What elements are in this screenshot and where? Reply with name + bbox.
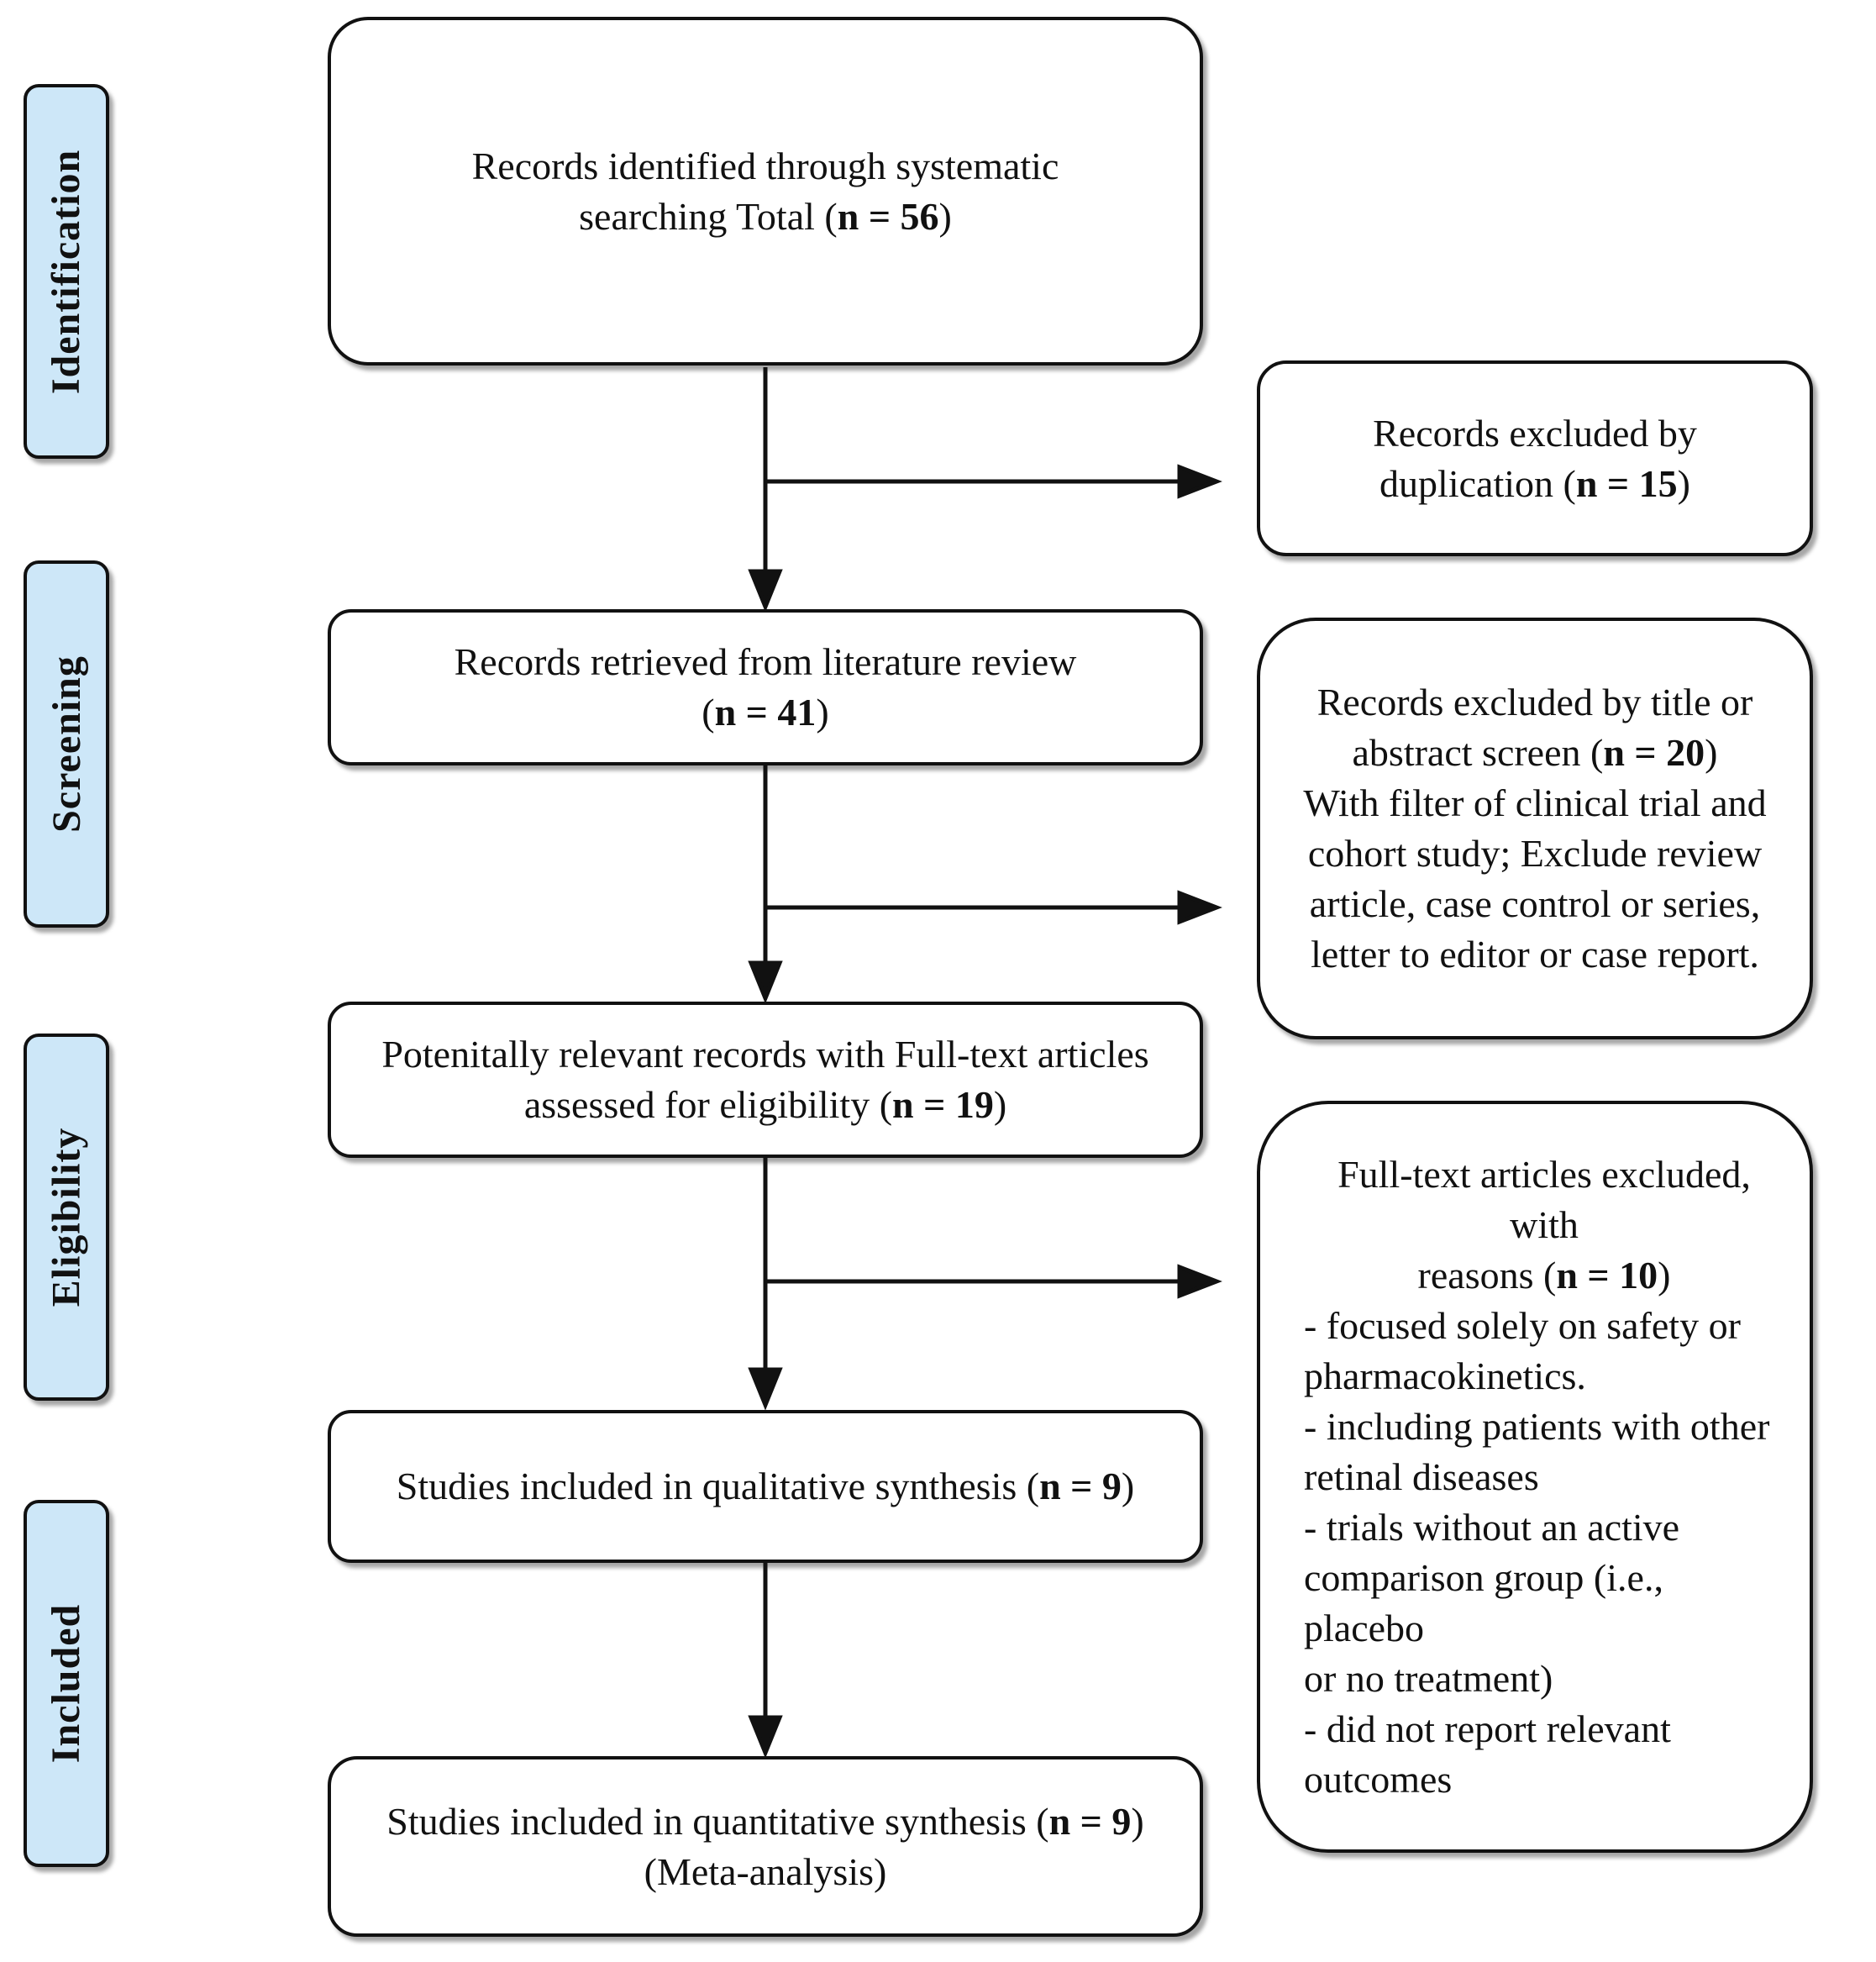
text-line: comparison group (i.e., placebo [1304,1555,1663,1649]
stage-label-identification: Identification [24,84,109,459]
text-line: assessed for eligibility (n = 19) [523,1083,1007,1126]
arrowhead-down-4 [748,1715,783,1759]
arrowhead-down-3 [748,1367,783,1411]
text-line: retinal diseases [1304,1454,1539,1498]
text-line: Studies included in quantitative synthes… [386,1799,1144,1843]
text-line: With filter of clinical trial and [1303,781,1767,824]
box-quantitative-synthesis: Studies included in quantitative synthes… [328,1756,1203,1937]
text-line: abstract screen (n = 20) [1352,731,1718,774]
stage-label-eligibility: Eligibility [24,1034,109,1401]
text-line: - including patients with other [1304,1404,1770,1448]
text-line: - focused solely on safety or [1304,1303,1741,1347]
text-line: (n = 41) [702,691,829,734]
arrowhead-right-2 [1177,890,1222,925]
stage-label-included: Included [24,1500,109,1867]
arrowhead-right-3 [1177,1264,1222,1299]
text-line: duplication (n = 15) [1379,461,1690,505]
text-line: - did not report relevant [1304,1707,1671,1750]
text-line: Records excluded by title or [1316,681,1753,723]
text-line: pharmacokinetics. [1304,1354,1586,1397]
text-line: searching Total (n = 56) [579,194,952,238]
text-line: Full-text articles excluded, with [1337,1152,1751,1246]
arrowhead-right-1 [1177,464,1222,499]
text-line: Studies included in qualitative synthesi… [396,1465,1135,1507]
box-qualitative-synthesis: Studies included in qualitative synthesi… [328,1410,1203,1563]
box-excluded-duplication: Records excluded by duplication (n = 15) [1257,360,1813,556]
arrowhead-down-1 [748,569,783,613]
text-line: Potenitally relevant records with Full-t… [381,1033,1149,1076]
text-line: reasons (n = 10) [1417,1253,1671,1297]
arrowhead-down-2 [748,960,783,1004]
text-line: (Meta-analysis) [644,1849,887,1893]
text-line: letter to editor or case report. [1311,933,1759,976]
box-records-retrieved: Records retrieved from literature review… [328,609,1203,765]
box-excluded-fulltext: Full-text articles excluded, with reasons… [1257,1101,1813,1853]
text-line: article, case control or series, [1309,882,1761,925]
text-line: cohort study; Exclude review [1307,832,1763,875]
text-line: outcomes [1304,1757,1453,1801]
text-line: Records identified through systematic [471,144,1059,187]
text-line: or no treatment) [1304,1656,1553,1700]
box-fulltext-assessed: Potenitally relevant records with Full-t… [328,1002,1203,1158]
stage-label-screening: Screening [24,560,109,928]
box-records-identified: Records identified through systematic sea… [328,17,1203,366]
text-line: Records excluded by [1373,411,1697,455]
text-line: Records retrieved from literature review [454,640,1077,683]
box-excluded-title-abstract: Records excluded by title or abstract scr… [1257,618,1813,1039]
text-line: - trials without an active [1304,1505,1680,1549]
